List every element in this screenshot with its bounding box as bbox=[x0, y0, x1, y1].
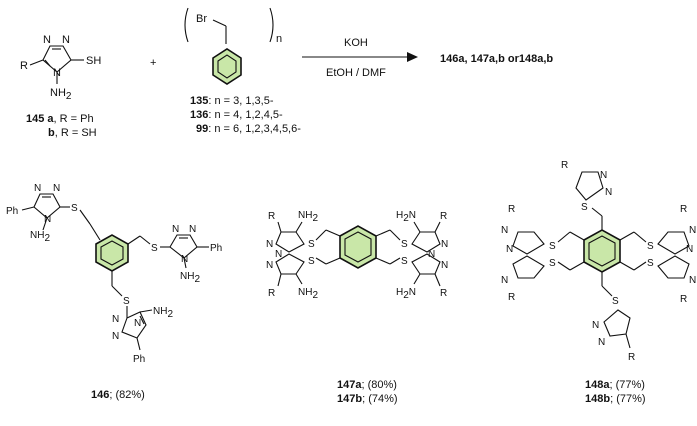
svg-text:N: N bbox=[189, 224, 196, 235]
svg-text:R: R bbox=[268, 288, 275, 299]
svg-text:N: N bbox=[605, 187, 612, 198]
svg-text:R: R bbox=[508, 292, 515, 303]
svg-text:N: N bbox=[275, 249, 282, 260]
bromide-136-label: 136: n = 4, 1,2,4,5- bbox=[190, 109, 283, 121]
product-label: 146a, 147a,b or148a,b bbox=[440, 53, 553, 65]
compound-145a-label: 145 a, R = Ph bbox=[26, 113, 94, 125]
svg-text:S: S bbox=[647, 241, 654, 252]
svg-text:R: R bbox=[508, 204, 515, 215]
svg-text:N: N bbox=[44, 214, 51, 225]
svg-text:N: N bbox=[112, 314, 119, 325]
bromide-135-label: 135: n = 3, 1,3,5- bbox=[190, 95, 274, 107]
svg-text:S: S bbox=[151, 243, 158, 254]
svg-text:NH2: NH2 bbox=[180, 271, 200, 285]
svg-text:R: R bbox=[680, 294, 687, 305]
svg-text:N: N bbox=[598, 337, 605, 348]
svg-text:NH2: NH2 bbox=[153, 306, 173, 320]
svg-text:N: N bbox=[689, 275, 696, 286]
svg-text:S: S bbox=[612, 296, 619, 307]
svg-text:R: R bbox=[628, 352, 635, 363]
svg-text:N: N bbox=[600, 170, 607, 181]
product-146-structure: N N N Ph NH2 S S N N N Ph NH2 S N bbox=[6, 183, 222, 365]
svg-text:R: R bbox=[440, 288, 447, 299]
svg-text:Ph: Ph bbox=[210, 243, 222, 254]
svg-text:S: S bbox=[581, 202, 588, 213]
svg-text:N: N bbox=[501, 275, 508, 286]
svg-text:N: N bbox=[428, 249, 435, 260]
benzene-ring bbox=[212, 48, 242, 85]
svg-text:NH2: NH2 bbox=[30, 230, 50, 244]
svg-text:S: S bbox=[308, 256, 315, 267]
svg-text:S: S bbox=[549, 258, 556, 269]
svg-text:N: N bbox=[689, 225, 696, 236]
atom-nh2: NH2 bbox=[50, 87, 72, 102]
svg-text:N: N bbox=[53, 183, 60, 194]
svg-text:S: S bbox=[401, 256, 408, 267]
svg-text:S: S bbox=[71, 203, 78, 214]
svg-text:N: N bbox=[112, 331, 119, 342]
svg-text:R: R bbox=[268, 211, 275, 222]
product-148a-label: 148a; (77%) bbox=[585, 379, 645, 391]
svg-text:Ph: Ph bbox=[6, 206, 18, 217]
atom-br: Br bbox=[196, 13, 207, 25]
svg-text:NH2: NH2 bbox=[298, 287, 318, 301]
svg-text:N: N bbox=[172, 224, 179, 235]
svg-text:R: R bbox=[561, 160, 568, 171]
repeat-n: n bbox=[276, 33, 282, 45]
svg-text:R: R bbox=[680, 204, 687, 215]
svg-text:N: N bbox=[266, 239, 273, 250]
svg-text:H2N: H2N bbox=[396, 287, 416, 301]
benzene-146 bbox=[95, 234, 129, 272]
svg-text:N: N bbox=[441, 260, 448, 271]
reagent-145-structure: N N N R SH NH2 bbox=[20, 34, 101, 102]
svg-text:S: S bbox=[549, 241, 556, 252]
svg-text:Ph: Ph bbox=[133, 354, 145, 365]
svg-text:S: S bbox=[123, 296, 130, 307]
svg-text:R: R bbox=[440, 211, 447, 222]
svg-text:N: N bbox=[134, 318, 141, 329]
svg-text:N: N bbox=[592, 320, 599, 331]
product-148-structure: S R N N S N N R S N N R S N R S N N R bbox=[501, 160, 696, 363]
product-148b-label: 148b; (77%) bbox=[585, 393, 646, 405]
svg-text:N: N bbox=[686, 244, 693, 255]
product-147-structure: S S S S N N R NH2 N R NH2 N N R H2N bbox=[266, 210, 448, 301]
product-147a-label: 147a; (80%) bbox=[337, 379, 397, 391]
plus-sign: + bbox=[150, 57, 156, 69]
compound-145b-label: b, R = SH bbox=[48, 127, 97, 139]
reaction-arrow bbox=[302, 52, 418, 62]
svg-text:S: S bbox=[401, 239, 408, 250]
svg-text:NH2: NH2 bbox=[298, 210, 318, 224]
svg-text:N: N bbox=[34, 183, 41, 194]
product-147b-label: 147b; (74%) bbox=[337, 393, 398, 405]
svg-text:S: S bbox=[308, 239, 315, 250]
atom-n4: N bbox=[53, 67, 61, 79]
svg-text:N: N bbox=[501, 225, 508, 236]
arrow-conditions-below: EtOH / DMF bbox=[326, 67, 386, 79]
atom-r: R bbox=[20, 60, 28, 72]
atom-n1: N bbox=[43, 34, 51, 46]
svg-text:H2N: H2N bbox=[396, 210, 416, 224]
atom-sh: SH bbox=[86, 55, 101, 67]
svg-text:S: S bbox=[647, 258, 654, 269]
reagent-bromide-structure: Br n bbox=[184, 7, 282, 85]
svg-text:N: N bbox=[506, 244, 513, 255]
bromide-99-label: 99: n = 6, 1,2,3,4,5,6- bbox=[196, 123, 301, 135]
svg-text:N: N bbox=[441, 239, 448, 250]
arrow-reagent-above: KOH bbox=[344, 37, 368, 49]
atom-n2: N bbox=[62, 34, 70, 46]
product-146-label: 146; (82%) bbox=[91, 389, 145, 401]
svg-text:N: N bbox=[266, 260, 273, 271]
